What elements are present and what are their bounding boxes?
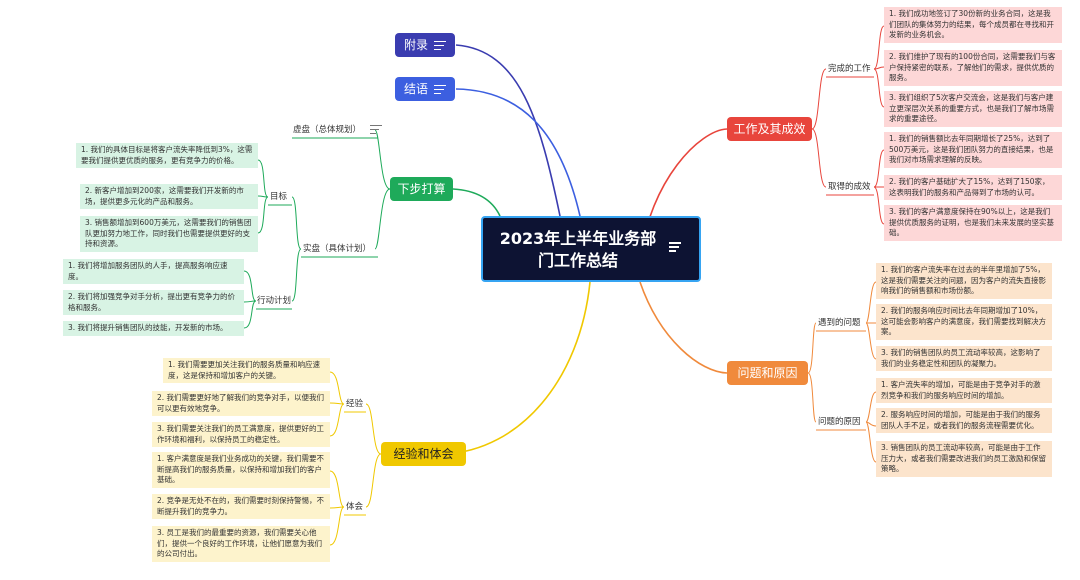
branch-conclusion[interactable]: 结语 bbox=[395, 77, 455, 101]
subtopic-completed-work-label: 完成的工作 bbox=[828, 64, 871, 74]
subtopic-results[interactable]: 取得的成效 bbox=[828, 180, 871, 194]
action-item[interactable]: 2. 我们将加强竞争对手分析，提出更有竞争力的价格和服务。 bbox=[63, 290, 244, 315]
completed-work-item[interactable]: 3. 我们组织了5次客户交流会，这是我们与客户建立更深层次关系的重要方式，也是我… bbox=[884, 91, 1062, 127]
subtopic-lessons-label: 经验 bbox=[346, 399, 364, 409]
insight-item[interactable]: 2. 竞争是无处不在的，我们需要时刻保持警惕，不断提升我们的竞争力。 bbox=[152, 494, 330, 519]
subtopic-insights-label: 体会 bbox=[346, 502, 364, 512]
subtopic-lessons[interactable]: 经验 bbox=[346, 397, 363, 411]
result-item[interactable]: 1. 我们的销售额比去年同期增长了25%，达到了500万美元，这是我们团队努力的… bbox=[884, 132, 1062, 168]
cause-item[interactable]: 1. 客户流失率的增加，可能是由于竞争对手的激烈竞争和我们的服务响应时间的增加。 bbox=[876, 378, 1052, 403]
lesson-item[interactable]: 2. 我们需要更好地了解我们的竞争对手，以便我们可以更有效地竞争。 bbox=[152, 391, 330, 416]
branch-next-steps-label: 下步打算 bbox=[397, 182, 446, 196]
subtopic-causes-label: 问题的原因 bbox=[818, 417, 861, 427]
subtopic-vision-label: 虚盘（总体规划） bbox=[293, 125, 362, 135]
cause-item[interactable]: 3. 销售团队的员工流动率较高，可能是由于工作压力大，或者我们需要改进我们的员工… bbox=[876, 441, 1052, 477]
result-item[interactable]: 2. 我们的客户基础扩大了15%，达到了150家，这表明我们的服务和产品得到了市… bbox=[884, 175, 1062, 200]
problem-item[interactable]: 3. 我们的销售团队的员工流动率较高，这影响了我们的业务稳定性和团队的凝聚力。 bbox=[876, 346, 1052, 371]
branch-appendix[interactable]: 附录 bbox=[395, 33, 455, 57]
cause-item[interactable]: 2. 服务响应时间的增加，可能是由于我们的服务团队人手不足，或者我们的服务流程需… bbox=[876, 408, 1052, 433]
subtopic-concrete[interactable]: 实盘（具体计划） bbox=[303, 242, 371, 256]
notes-icon[interactable] bbox=[669, 242, 681, 252]
insight-item[interactable]: 3. 员工是我们的最重要的资源，我们需要关心他们，提供一个良好的工作环境，让他们… bbox=[152, 526, 330, 562]
branch-experience-label: 经验和体会 bbox=[393, 447, 454, 461]
problem-item[interactable]: 1. 我们的客户流失率在过去的半年里增加了5%，这是我们需要关注的问题，因为客户… bbox=[876, 263, 1052, 299]
subtopic-encountered-problems-label: 遇到的问题 bbox=[818, 318, 861, 328]
branch-conclusion-label: 结语 bbox=[403, 82, 428, 96]
lesson-item[interactable]: 3. 我们需要关注我们的员工满意度，提供更好的工作环境和福利，以保持员工的稳定性… bbox=[152, 422, 330, 447]
lesson-item[interactable]: 1. 我们需要更加关注我们的服务质量和响应速度，这是保持和增加客户的关键。 bbox=[163, 358, 330, 383]
subtopic-insights[interactable]: 体会 bbox=[346, 500, 363, 514]
branch-problems[interactable]: 问题和原因 bbox=[727, 361, 808, 385]
branch-next-steps[interactable]: 下步打算 bbox=[390, 177, 453, 201]
problem-item[interactable]: 2. 我们的服务响应时间比去年同期增加了10%，这可能会影响客户的满意度，我们需… bbox=[876, 304, 1052, 340]
branch-appendix-label: 附录 bbox=[403, 38, 428, 52]
completed-work-item[interactable]: 1. 我们成功地签订了30份新的业务合同，这是我们团队的集体努力的结果，每个成员… bbox=[884, 7, 1062, 43]
notes-icon[interactable] bbox=[434, 40, 446, 51]
central-topic-title: 2023年上半年业务部门工作总结 bbox=[499, 229, 657, 270]
central-topic[interactable]: 2023年上半年业务部门工作总结 bbox=[481, 216, 701, 282]
subtopic-encountered-problems[interactable]: 遇到的问题 bbox=[818, 316, 861, 330]
branch-work-label: 工作及其成效 bbox=[733, 122, 806, 136]
notes-icon[interactable] bbox=[434, 84, 446, 95]
notes-icon[interactable] bbox=[369, 124, 382, 135]
subtopic-vision[interactable]: 虚盘（总体规划） bbox=[293, 123, 382, 137]
subtopic-concrete-label: 实盘（具体计划） bbox=[303, 244, 372, 254]
branch-work[interactable]: 工作及其成效 bbox=[727, 117, 812, 141]
branch-experience[interactable]: 经验和体会 bbox=[381, 442, 466, 466]
action-item[interactable]: 1. 我们将增加服务团队的人手，提高服务响应速度。 bbox=[63, 259, 244, 284]
goal-item[interactable]: 3. 销售额增加到600万美元，这需要我们的销售团队更加努力地工作，同时我们也需… bbox=[80, 216, 258, 252]
result-item[interactable]: 3. 我们的客户满意度保持在90%以上，这是我们提供优质服务的证明，也是我们未来… bbox=[884, 205, 1062, 241]
subtopic-results-label: 取得的成效 bbox=[828, 182, 871, 192]
goal-item[interactable]: 2. 新客户增加到200家，这需要我们开发新的市场，提供更多元化的产品和服务。 bbox=[80, 184, 258, 209]
insight-item[interactable]: 1. 客户满意度是我们业务成功的关键，我们需要不断提高我们的服务质量，以保持和增… bbox=[152, 452, 330, 488]
branch-problems-label: 问题和原因 bbox=[737, 366, 798, 380]
subtopic-actions[interactable]: 行动计划 bbox=[257, 294, 291, 308]
action-item[interactable]: 3. 我们将提升销售团队的技能，开发新的市场。 bbox=[63, 321, 244, 336]
subtopic-completed-work[interactable]: 完成的工作 bbox=[828, 62, 871, 76]
goal-item[interactable]: 1. 我们的具体目标是将客户流失率降低到3%，这需要我们提供更优质的服务，更有竞… bbox=[76, 143, 258, 168]
subtopic-goals-label: 目标 bbox=[270, 192, 288, 202]
subtopic-causes[interactable]: 问题的原因 bbox=[818, 415, 861, 429]
subtopic-goals[interactable]: 目标 bbox=[270, 190, 287, 204]
completed-work-item[interactable]: 2. 我们维护了现有的100份合同，这需要我们与客户保持紧密的联系，了解他们的需… bbox=[884, 50, 1062, 86]
subtopic-actions-label: 行动计划 bbox=[257, 296, 292, 306]
